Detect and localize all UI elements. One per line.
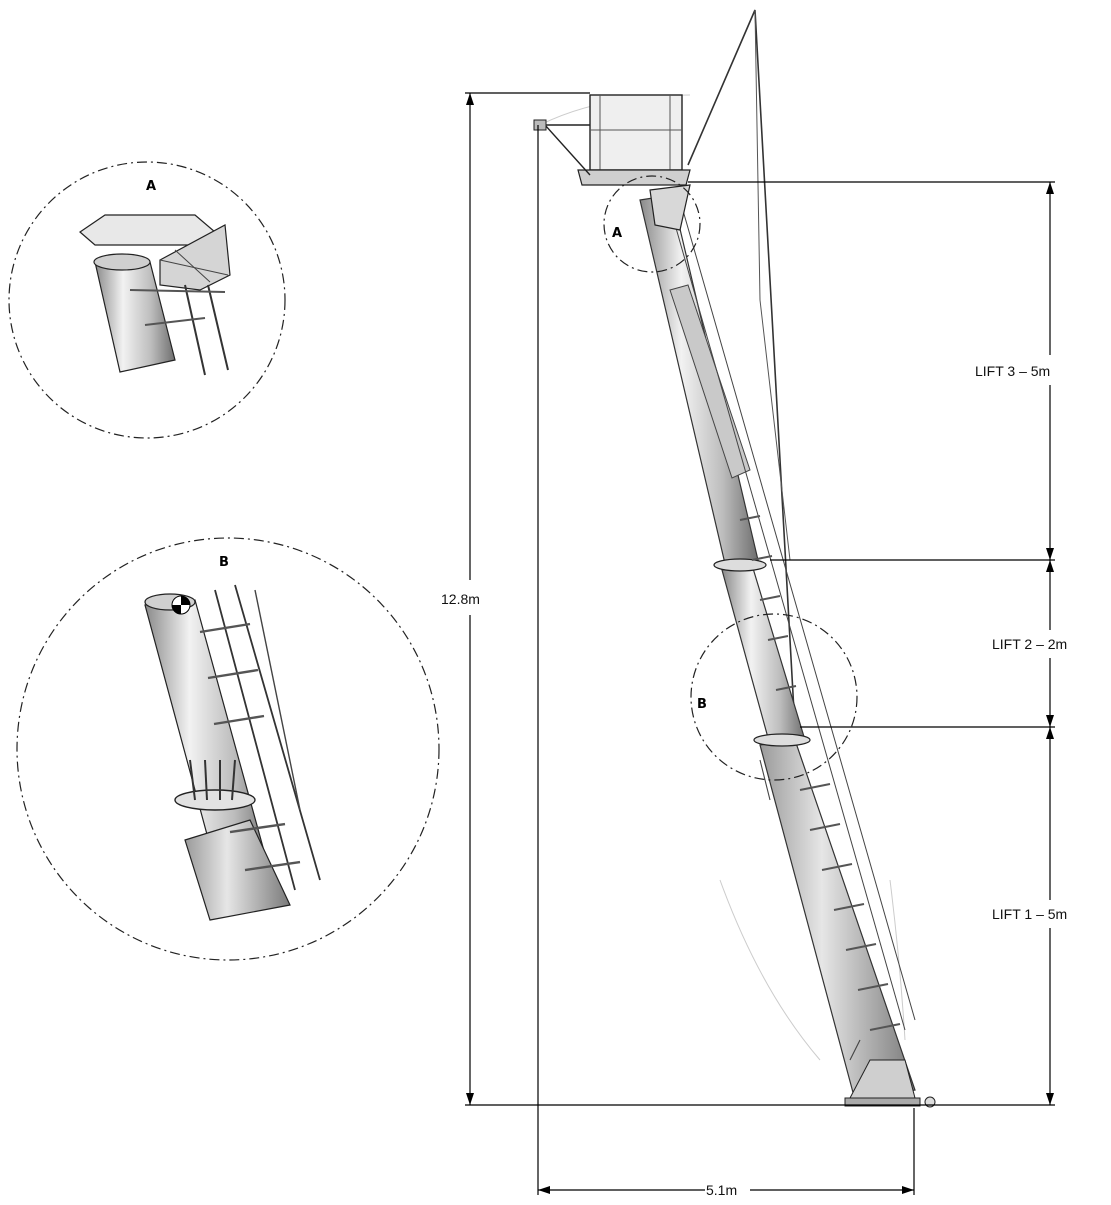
callout-b-letter: B	[697, 697, 707, 712]
detail-b: B	[16, 537, 440, 961]
upper-panel	[669, 284, 751, 479]
lift1-label: LIFT 1 – 5m	[992, 906, 1067, 922]
detail-b-title: B	[219, 555, 229, 570]
mast-struts	[759, 759, 861, 1061]
ladder-rail	[679, 199, 916, 1021]
callout-b: B	[690, 613, 858, 781]
dimension-total-height: 12.8m	[441, 92, 1055, 1106]
guy-wire	[754, 9, 791, 561]
platform-bracket	[649, 184, 691, 231]
total-height-label: 12.8m	[441, 591, 480, 607]
dimension-lifts: LIFT 3 – 5m LIFT 2 – 2m LIFT 1 – 5m	[688, 181, 1067, 1105]
dimension-base-offset: 5.1m	[537, 125, 915, 1198]
detail-a: A	[8, 161, 286, 439]
upper-section	[639, 194, 759, 569]
ladder-rungs	[739, 515, 901, 1031]
callout-a-letter: A	[612, 226, 622, 241]
callout-a: A	[603, 175, 701, 273]
ghost-outline	[889, 879, 906, 1041]
lift3-label: LIFT 3 – 5m	[975, 363, 1050, 379]
base-offset-label: 5.1m	[706, 1182, 737, 1198]
detail-a-title: A	[146, 179, 156, 194]
collar-lift1	[753, 733, 811, 747]
collar-lift2	[713, 558, 767, 572]
lift2-label: LIFT 2 – 2m	[992, 636, 1067, 652]
platform-basket	[533, 94, 691, 231]
mast-assembly	[533, 9, 936, 1108]
ghost-outline	[719, 879, 821, 1061]
